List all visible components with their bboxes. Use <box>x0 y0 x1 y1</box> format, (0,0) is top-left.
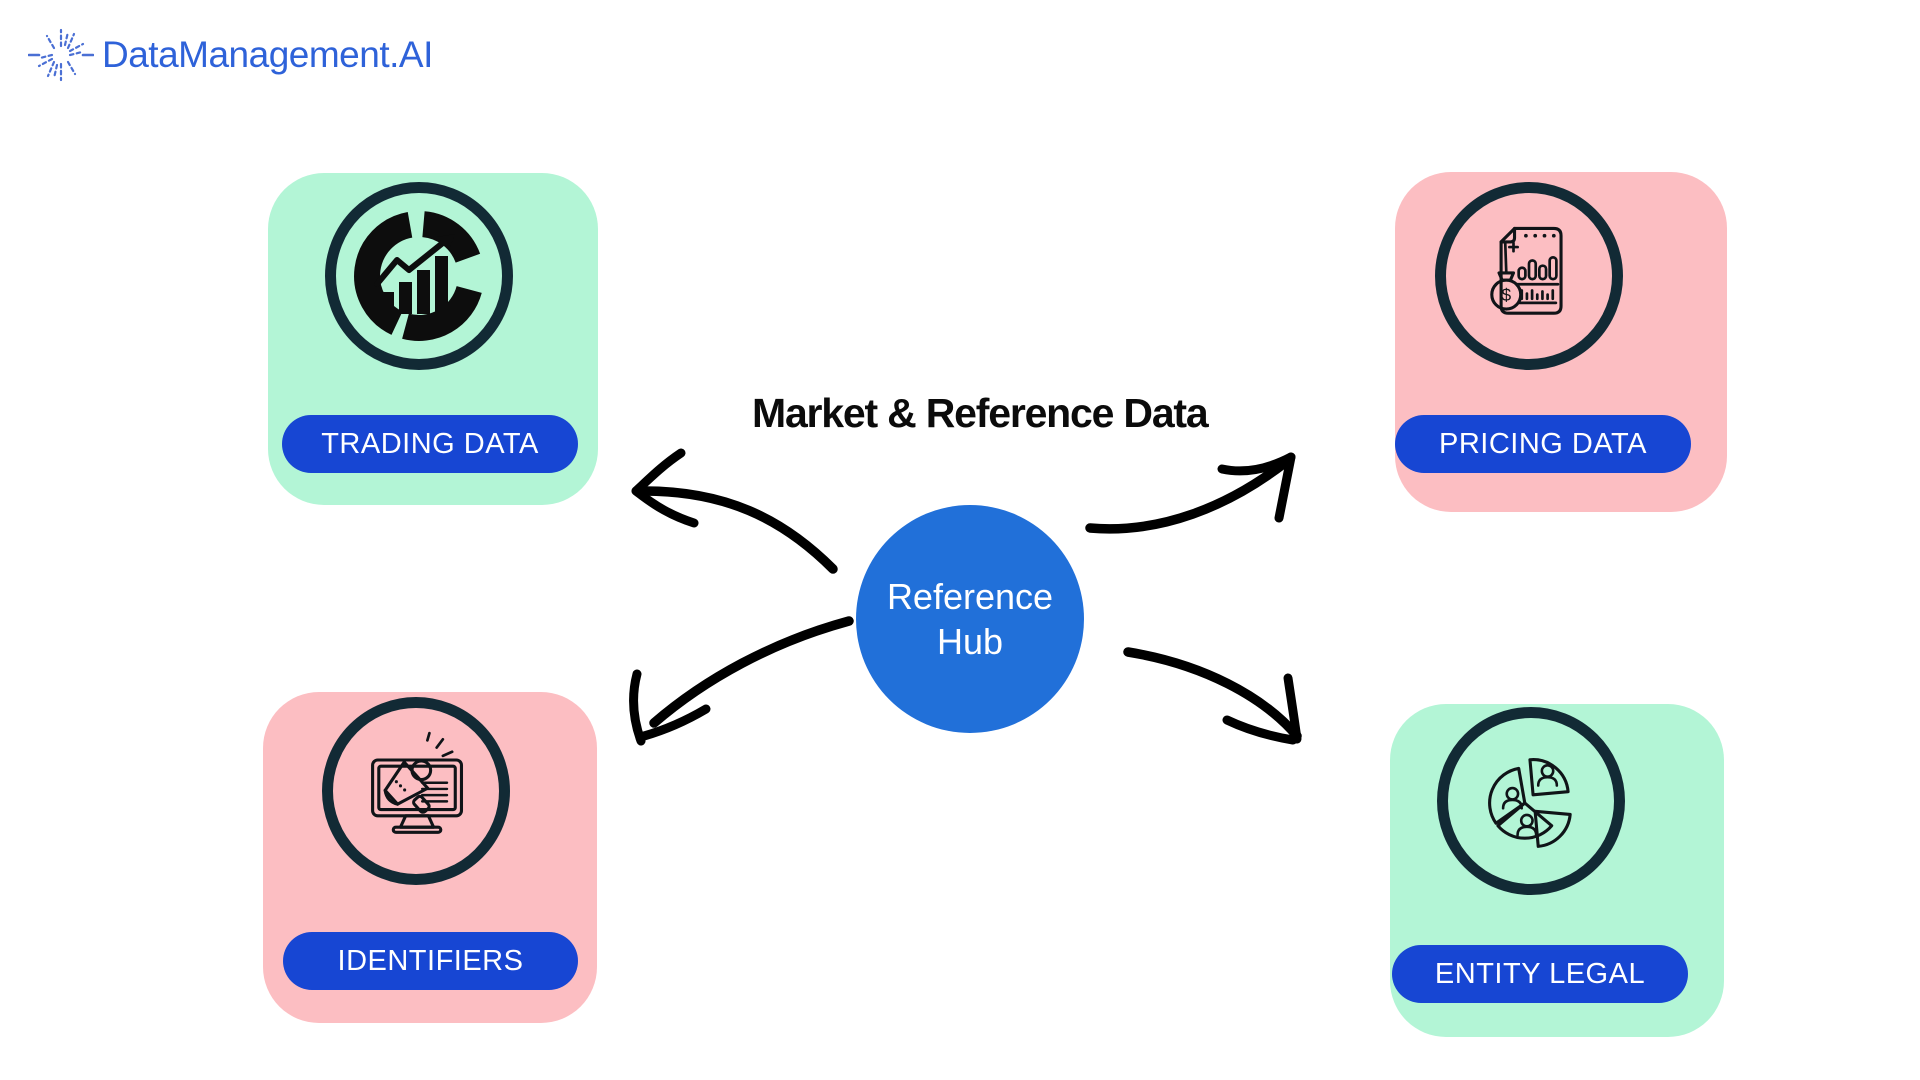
svg-text:$: $ <box>1501 285 1511 305</box>
entity-legal-pill: ENTITY LEGAL <box>1392 945 1688 1003</box>
trading-data-card: TRADING DATA <box>268 173 598 505</box>
trading-icon-ring <box>325 182 513 370</box>
price-report-money-bag-icon: $ <box>1490 226 1563 315</box>
brand-logo: DataManagement.AI <box>28 22 433 88</box>
identifiers-label: IDENTIFIERS <box>337 944 524 977</box>
people-pie-chart-icon <box>1488 758 1572 848</box>
identifiers-pill: IDENTIFIERS <box>283 932 578 990</box>
arrow-hub-to-pricing <box>1085 452 1296 534</box>
arrow-hub-to-trading <box>631 448 838 574</box>
hub-label-line2: Hub <box>936 621 1004 662</box>
arrow-hub-to-entity <box>1123 647 1302 745</box>
monitor-megaphone-icon <box>371 731 464 834</box>
pricing-icon-ring: $ <box>1435 182 1623 370</box>
entity-legal-label: ENTITY LEGAL <box>1434 957 1646 990</box>
diagram-title: Market & Reference Data <box>752 390 1209 436</box>
identifiers-card: IDENTIFIERS <box>263 692 597 1023</box>
starburst-icon <box>28 28 94 82</box>
trading-data-label: TRADING DATA <box>321 427 539 460</box>
hub-label: Reference Hub <box>887 574 1053 665</box>
identifiers-icon-ring <box>322 697 510 885</box>
pricing-data-pill: PRICING DATA <box>1395 415 1691 473</box>
pricing-data-card: $ PRICING DATA <box>1395 172 1727 512</box>
pricing-data-label: PRICING DATA <box>1439 427 1647 460</box>
entity-legal-card: ENTITY LEGAL <box>1390 704 1724 1037</box>
reference-hub-node: Reference Hub <box>856 505 1084 733</box>
donut-growth-chart-icon <box>354 211 482 341</box>
trading-data-pill: TRADING DATA <box>282 415 578 473</box>
brand-name: DataManagement.AI <box>102 34 433 75</box>
hub-label-line1: Reference <box>886 575 1054 617</box>
entity-icon-ring <box>1437 707 1625 895</box>
arrow-hub-to-identifiers <box>629 616 854 746</box>
